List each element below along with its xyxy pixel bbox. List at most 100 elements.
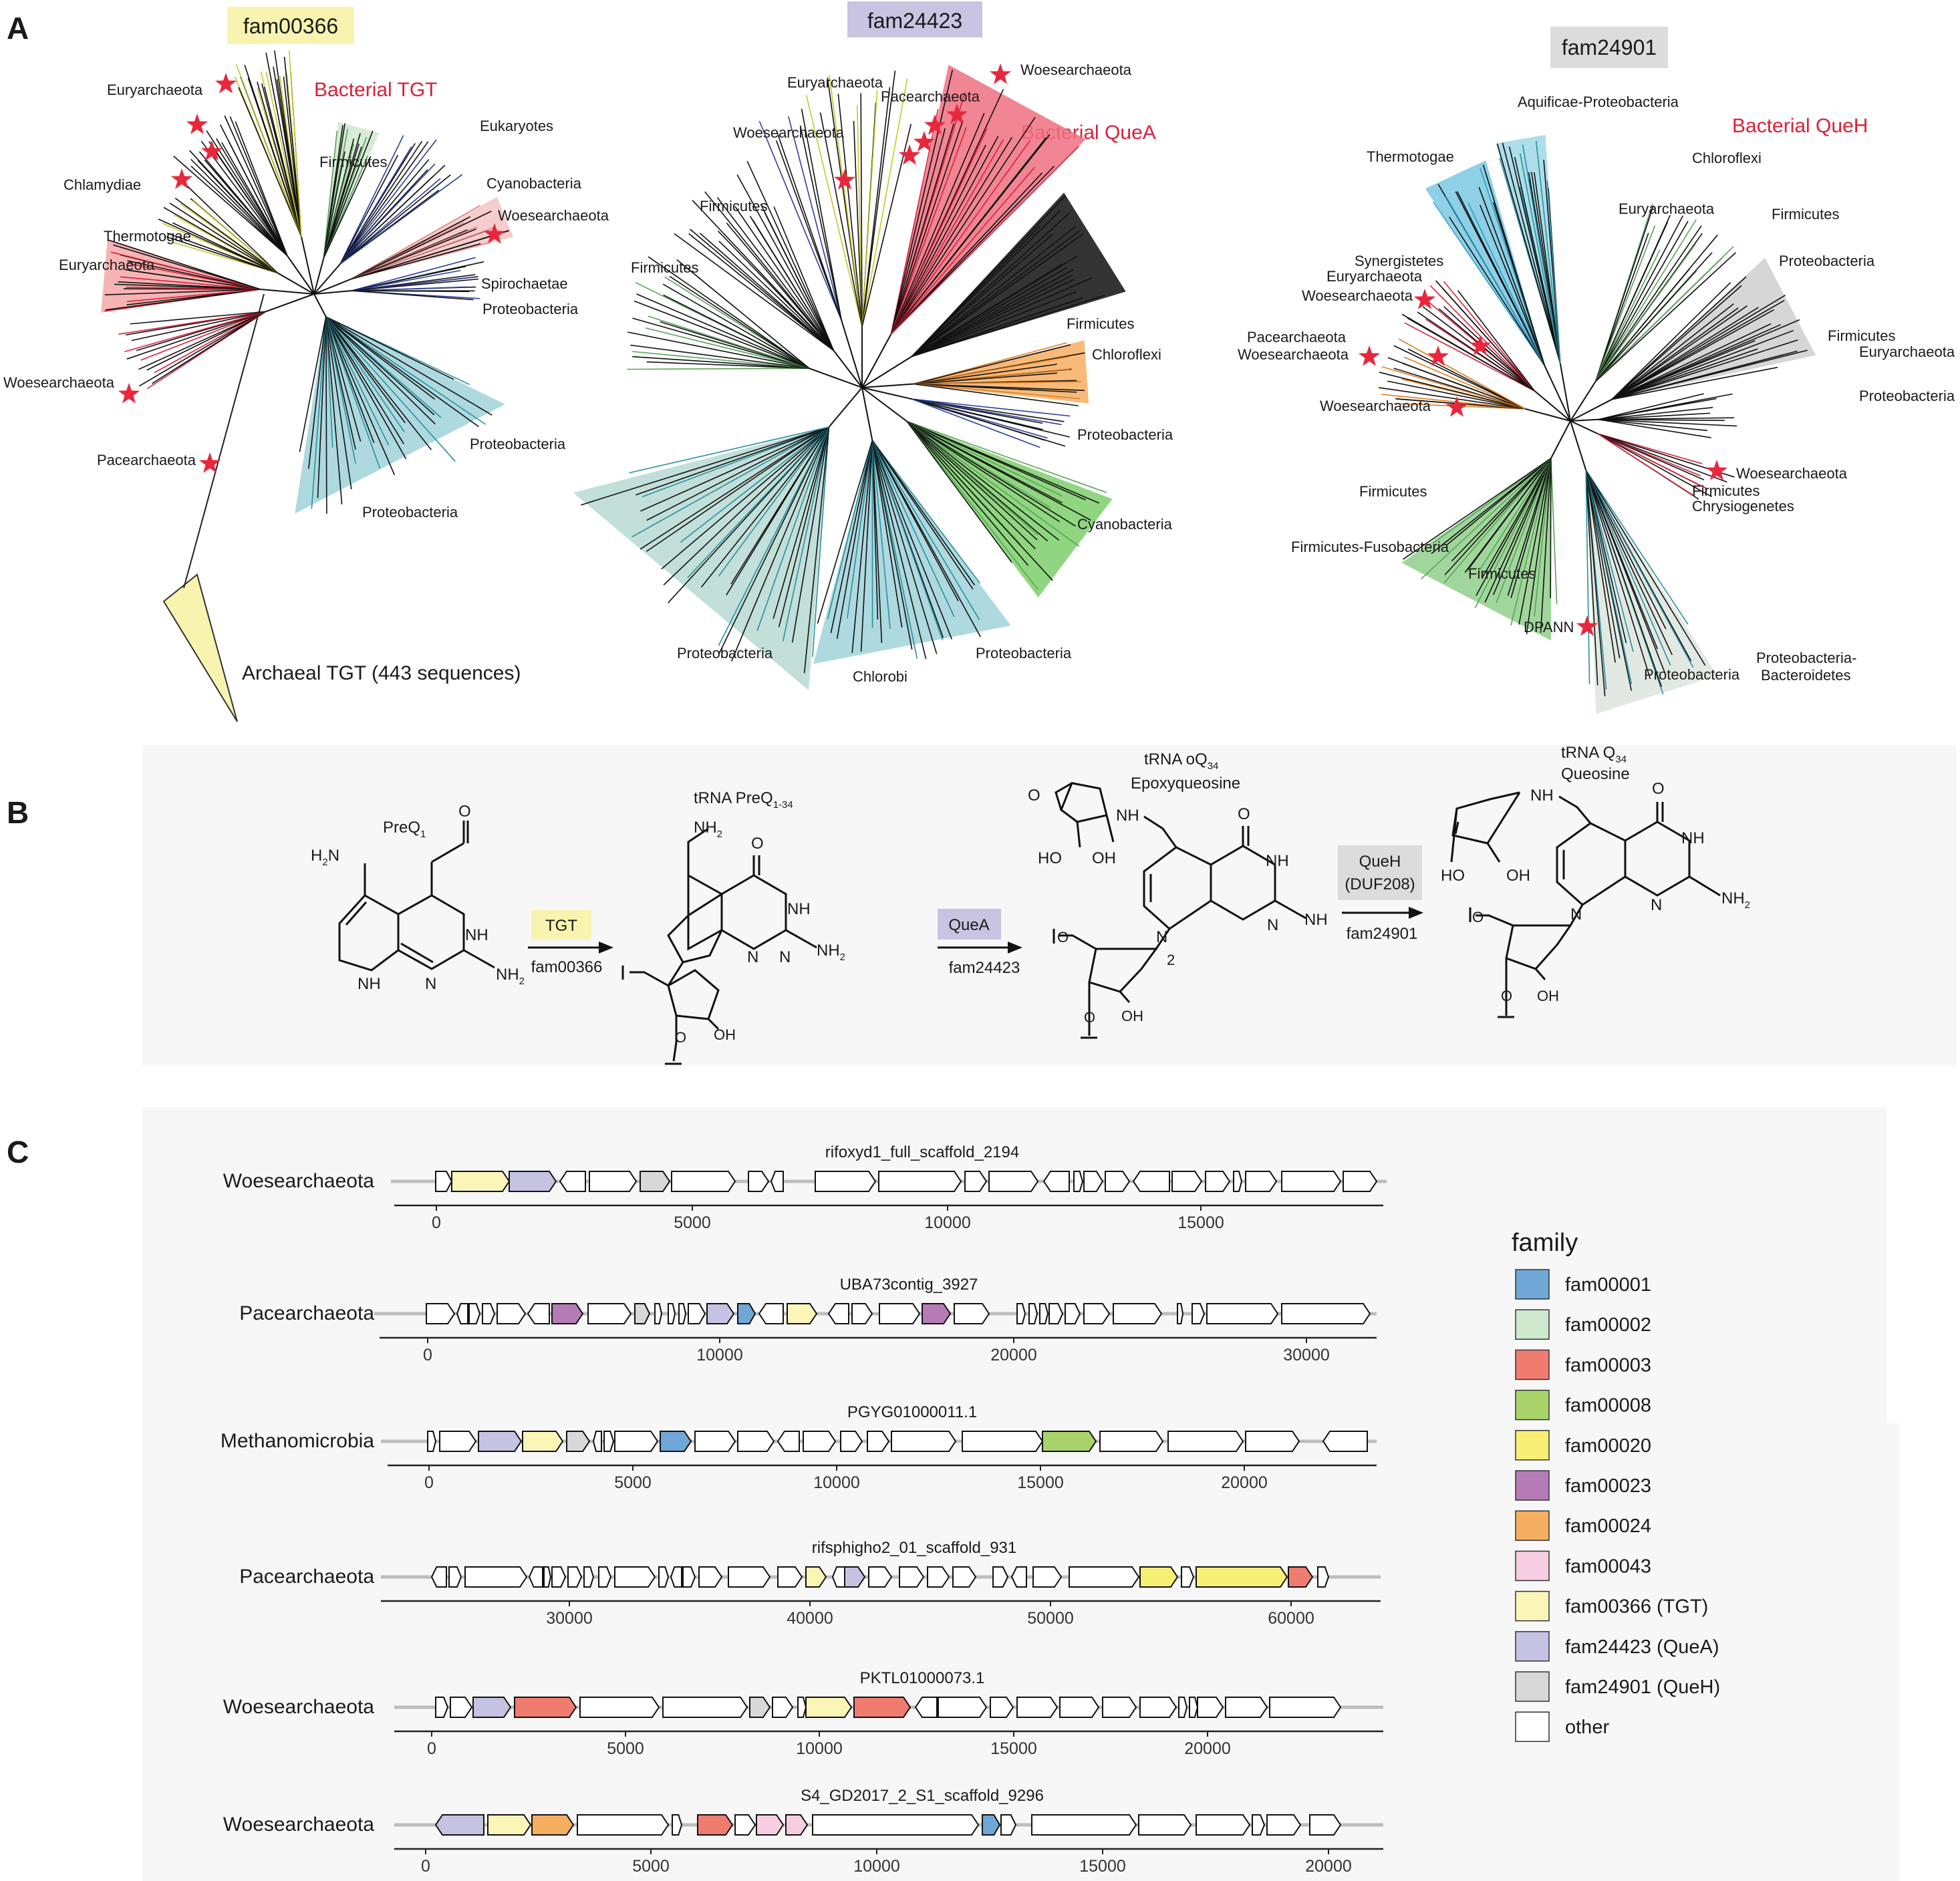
clade-label: Woesearchaeota [1320,398,1431,414]
gene-arrow [1099,1431,1164,1452]
legend-item: fam24901 (QueH) [1515,1671,1720,1702]
compound-name: Epoxyqueosine [1131,774,1240,792]
contig-name: PKTL01000073.1 [860,1669,985,1687]
gene-arrow [988,1171,1039,1192]
enzyme-name: QueA [948,916,989,934]
legend: fam00001fam00002fam00003fam00008fam00020… [1515,1269,1720,1742]
gene-arrow [1042,1171,1070,1192]
gene-arrow [812,1814,980,1836]
clade-label: Cyanobacteria [1077,516,1173,533]
atom-label: NH [358,975,381,993]
clade-label: Firmicutes-Fusobacteria [1291,539,1449,555]
gene-arrow [1281,1303,1371,1324]
gene-arrow [1288,1566,1314,1588]
enzyme-family: fam24901 [1347,925,1418,943]
legend-item: fam00001 [1515,1269,1651,1300]
atom-label: OH [1121,1008,1143,1024]
gene-arrow [1309,1814,1342,1836]
axis-tick-label: 40000 [787,1609,833,1628]
gene-arrow [831,1566,845,1588]
panel-c-background [142,1423,1900,1881]
organism-label: Woesearchaeota [223,1814,375,1836]
enzyme-family: fam00366 [531,958,603,976]
legend-item: fam00003 [1515,1349,1651,1381]
atom-label: NH [787,900,811,918]
legend-label: fam00366 (TGT) [1565,1596,1708,1618]
clade-label: Aquificae-Proteobacteria [1518,94,1679,110]
clade-label: Firmicutes [700,198,767,214]
legend-title: family [1512,1229,1578,1257]
panel-label-b: B [7,795,29,830]
legend-swatch [1515,1510,1550,1541]
clade-label: Chlorobi [853,668,907,685]
legend-item: fam00023 [1515,1470,1651,1501]
gene-arrow [559,1171,586,1192]
contig-row: rifsphigho2_01_scaffold_931Pacearchaeota… [239,1539,1381,1628]
gene-arrow [706,1303,735,1324]
clade-label: DPANN [1524,619,1574,635]
gene-arrow [749,1697,771,1718]
clade-label: Firmicutes [1772,206,1839,223]
panel-b-pathway: PreQ1 H2N O NH N NH NH2 TGT fam00366 [142,744,1957,1066]
clade-label: Firmicutes [319,154,387,170]
clade-label: Euryarchaeota [1619,200,1715,217]
gene-arrow [1102,1697,1137,1718]
gene-arrow [964,1171,988,1192]
atom-label: N [1267,916,1278,934]
enzyme-badge-quea [938,909,1001,939]
legend-item: fam00002 [1515,1309,1651,1340]
gene-arrow [1196,1566,1288,1588]
legend-label: fam00003 [1565,1354,1651,1376]
tree-title: Bacterial QueH [1732,115,1868,137]
atom-label: HO [1441,867,1465,885]
gene-arrow [1317,1566,1330,1588]
axis-tick-label: 0 [432,1213,441,1232]
star-icon [170,168,193,189]
gene-arrow [785,1814,809,1836]
gene-arrow [472,1697,512,1718]
compound-name: tRNA oQ34 [1144,750,1218,772]
clade-label: Firmicutes [1359,483,1427,500]
gene-arrow [671,1171,736,1192]
clade-label: Firmicutes [1468,565,1536,582]
gene-arrow [840,1431,863,1452]
legend-swatch [1515,1671,1550,1702]
clade-label: Firmicutes [1067,315,1134,332]
compound-name: tRNA Q34 [1561,744,1627,765]
atom-label: OH [1092,849,1116,867]
gene-arrow [1028,1303,1038,1324]
gene-arrow [1139,1697,1177,1718]
atom-label: O [1057,929,1069,946]
legend-swatch [1515,1631,1550,1662]
axis-tick-label: 5000 [674,1213,711,1232]
gene-arrow [543,1566,552,1588]
panel-b-background [142,745,1957,1066]
gene-arrow [603,1431,615,1452]
compound-preq1 [338,821,495,972]
clade-label: Proteobacteria [1859,388,1955,404]
contig-row: rifoxyd1_full_scaffold_2194Woesearchaeot… [223,1143,1387,1232]
star-icon [215,73,237,94]
gene-arrow [1252,1814,1266,1836]
clade-label: Euryarchaeota [107,82,203,98]
compound-trna-preq1 [621,827,817,1065]
gene-arrow [551,1303,584,1324]
gene-arrow [1105,1171,1131,1192]
gene-arrow [1000,1814,1017,1836]
enzyme-name-alt: (DUF208) [1345,875,1415,893]
legend-swatch [1515,1430,1550,1461]
gene-arrow [514,1697,577,1718]
gene-arrow [1016,1697,1059,1718]
gene-arrow [990,1697,1014,1718]
gene-arrow [952,1566,977,1588]
atom-label: NH2 [694,819,722,840]
clade-label: Firmicutes [1692,482,1760,499]
axis-tick-label: 15000 [990,1739,1037,1758]
gene-arrow [478,1431,523,1452]
gene-arrow [1073,1171,1084,1192]
clade-label: Proteobacteria [362,504,458,521]
legend-item: other [1515,1711,1609,1742]
